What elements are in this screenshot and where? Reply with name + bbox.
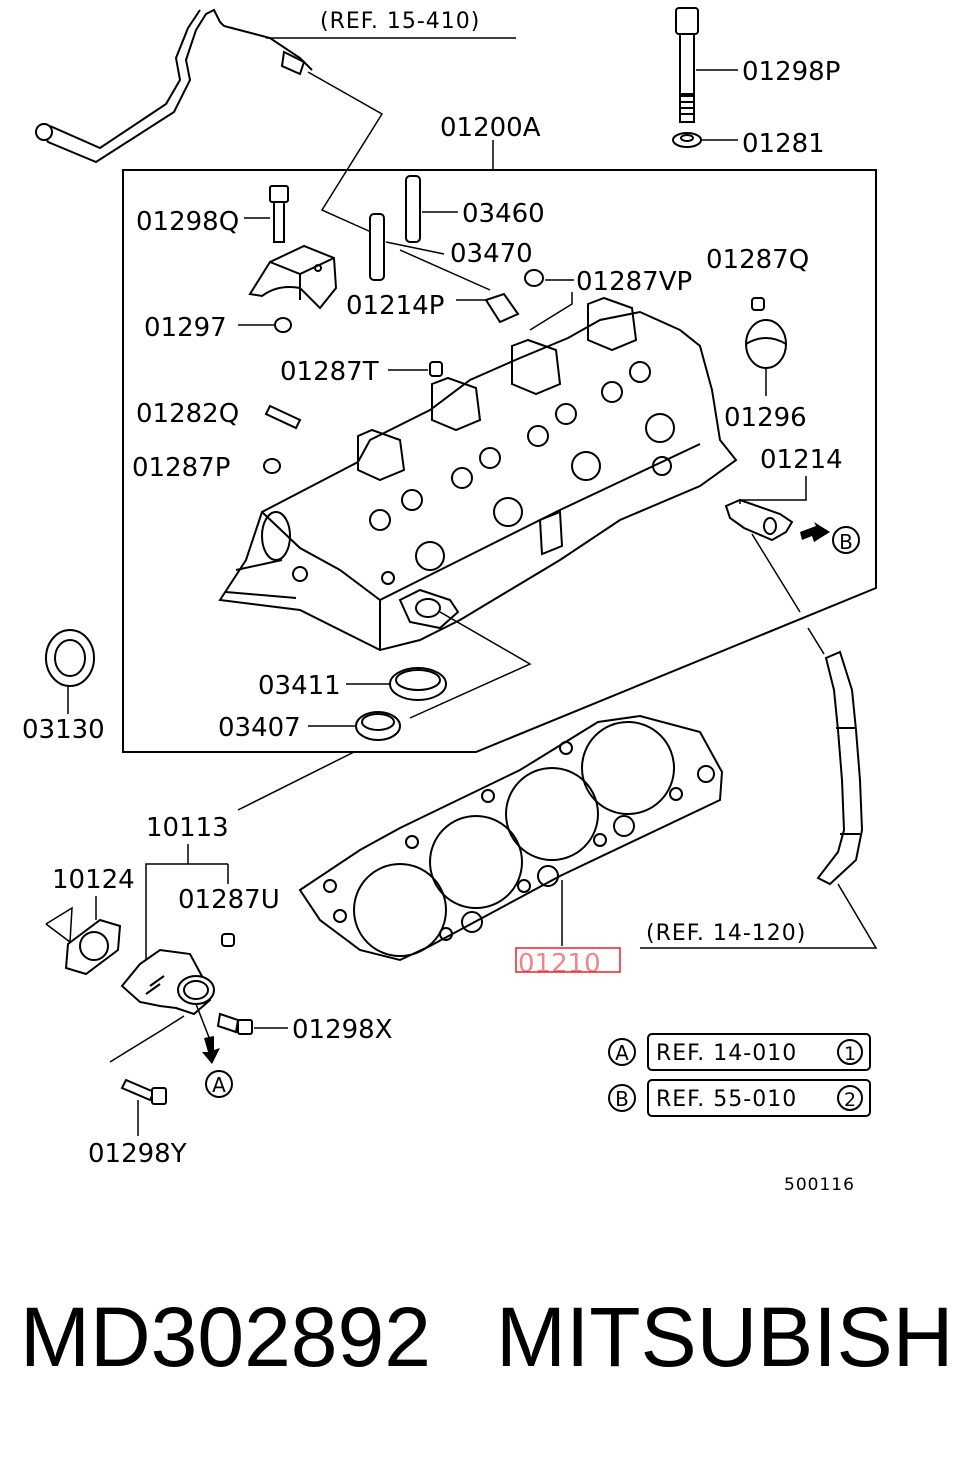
plug-01287VP [524,269,544,287]
svg-text:2: 2 [844,1089,856,1111]
label-01298P[interactable]: 01298P [742,57,840,87]
label-10124[interactable]: 10124 [52,865,135,895]
label-01287U[interactable]: 01287U [178,885,280,915]
gasket-10124 [64,918,122,976]
rocker-bracket [248,244,338,310]
washer [672,132,702,148]
label-03460[interactable]: 03460 [462,199,545,229]
fitting-01214P [484,292,520,324]
label-10113[interactable]: 10113 [146,813,229,843]
part-number: MD302892 [20,1290,431,1384]
label-01298Y[interactable]: 01298Y [88,1139,187,1169]
plug-01287P [263,458,281,474]
label-01287T[interactable]: 01287T [280,357,379,387]
label-01281[interactable]: 01281 [742,129,825,159]
arrow-to-a [202,1036,220,1064]
label-01287P[interactable]: 01287P [132,453,230,483]
fitting-01214 [724,498,794,542]
legend-ref-a: REF. 14-010 [656,1041,797,1066]
fuel-return-pipe [35,8,313,164]
label-01282Q[interactable]: 01282Q [136,399,239,429]
legend-row-b: B REF. 55-010 2 [608,1079,871,1117]
hose [816,650,864,886]
bracket-bolt [269,185,289,243]
label-01298X[interactable]: 01298X [292,1015,393,1045]
svg-text:B: B [615,1087,629,1111]
plug-01287T [429,361,443,377]
water-outlet [120,948,215,1016]
label-01214P[interactable]: 01214P [346,291,444,321]
cylinder-head [218,296,738,652]
label-01298Q[interactable]: 01298Q [136,207,239,237]
brand-name: MITSUBISHI [496,1290,960,1384]
label-03130[interactable]: 03130 [22,715,105,745]
label-03470[interactable]: 03470 [450,239,533,269]
head-bolt [675,7,699,123]
ref-label-hose: (REF. 14-120) [646,921,806,946]
label-01287Q[interactable]: 01287Q [706,245,809,275]
bolt-01298Y [120,1078,167,1105]
seal-03411 [389,667,447,701]
svg-text:B: B [839,530,853,554]
label-03407[interactable]: 03407 [218,713,301,743]
label-01200A[interactable]: 01200A [440,113,541,143]
head-gasket [298,714,724,962]
oil-seal-03130 [45,629,95,687]
dowel-pin [274,317,292,333]
circle-b-marker [832,526,860,554]
valve-guide-stud [369,175,421,281]
label-01287VP[interactable]: 01287VP [576,267,692,297]
drawing-code: 500116 [784,1175,855,1195]
legend-ref-b: REF. 55-010 [656,1087,797,1112]
seal-03407 [355,711,401,741]
assembly-frame [122,169,877,753]
label-03411[interactable]: 03411 [258,671,341,701]
bolt-01298X [216,1012,253,1035]
arrow-to-b [800,522,830,542]
stud-01282Q [264,404,302,430]
label-01297[interactable]: 01297 [144,313,227,343]
label-01214[interactable]: 01214 [760,445,843,475]
cap-01296 [745,319,787,369]
plug-01287U [221,933,235,947]
label-01210[interactable]: 01210 [518,949,601,979]
circle-a-marker [205,1070,233,1098]
svg-text:A: A [212,1073,226,1097]
legend-row-a: A REF. 14-010 1 [608,1033,871,1071]
highlight-box [515,947,621,973]
label-01296[interactable]: 01296 [724,403,807,433]
svg-text:A: A [615,1041,629,1065]
plug-01287Q [751,297,765,311]
svg-text:1: 1 [844,1043,856,1065]
ref-label-top: (REF. 15-410) [320,9,480,34]
